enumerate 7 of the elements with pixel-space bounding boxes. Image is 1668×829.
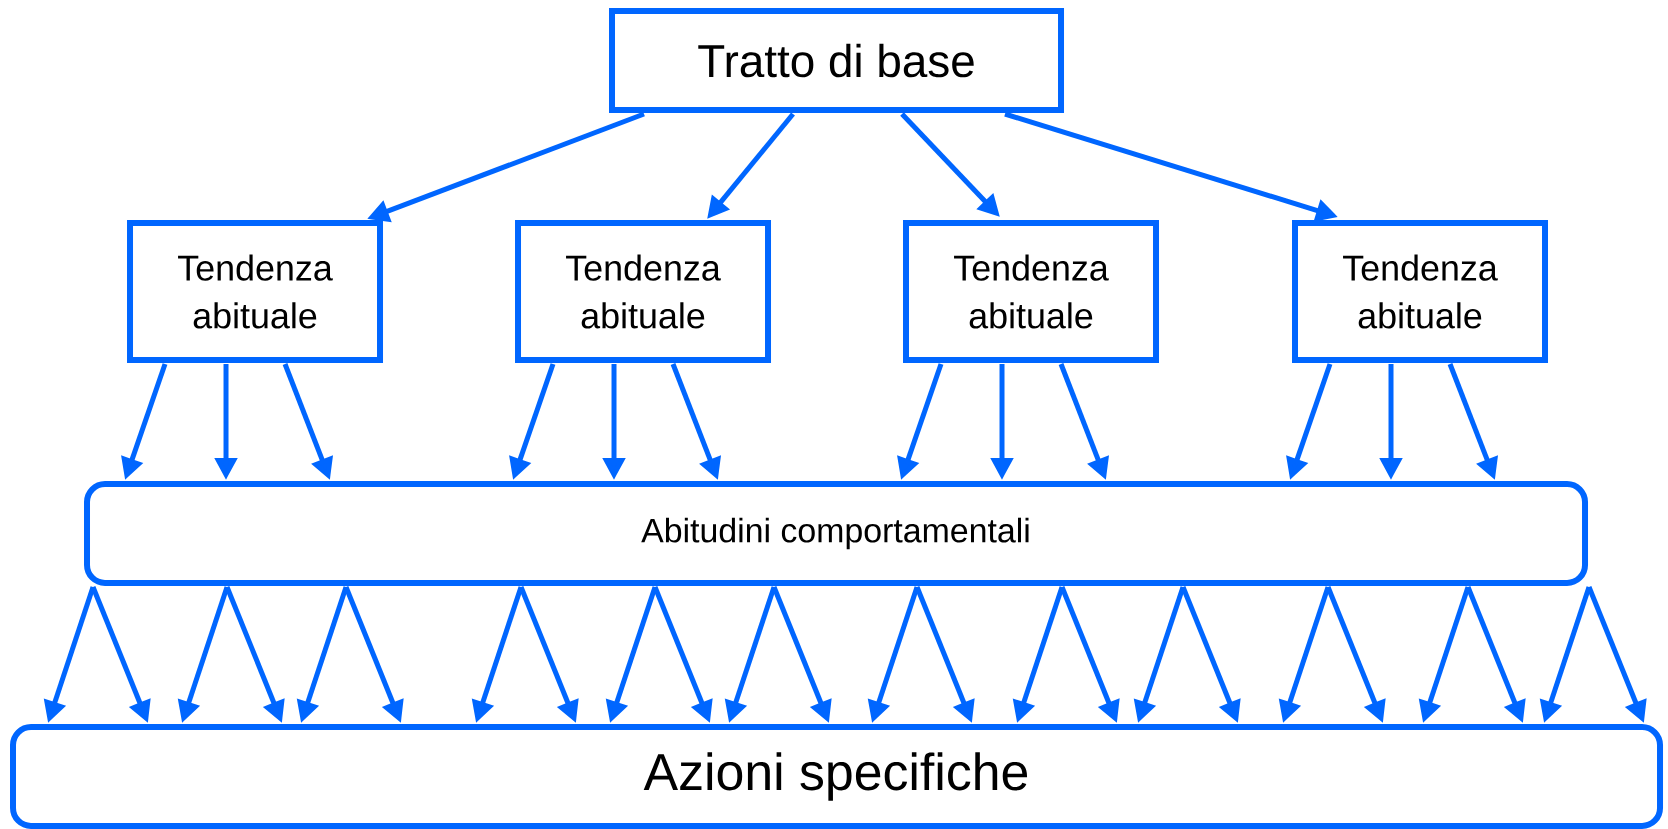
actions-band: Azioni specifiche bbox=[10, 724, 1663, 829]
tendency-box: Tendenza abituale bbox=[127, 220, 383, 363]
tendency-box: Tendenza abituale bbox=[515, 220, 771, 363]
habits-band: Abitudini comportamentali bbox=[84, 481, 1588, 586]
tendency-box: Tendenza abituale bbox=[1292, 220, 1548, 363]
title-box: Tratto di base bbox=[609, 8, 1064, 113]
tendency-box: Tendenza abituale bbox=[903, 220, 1159, 363]
